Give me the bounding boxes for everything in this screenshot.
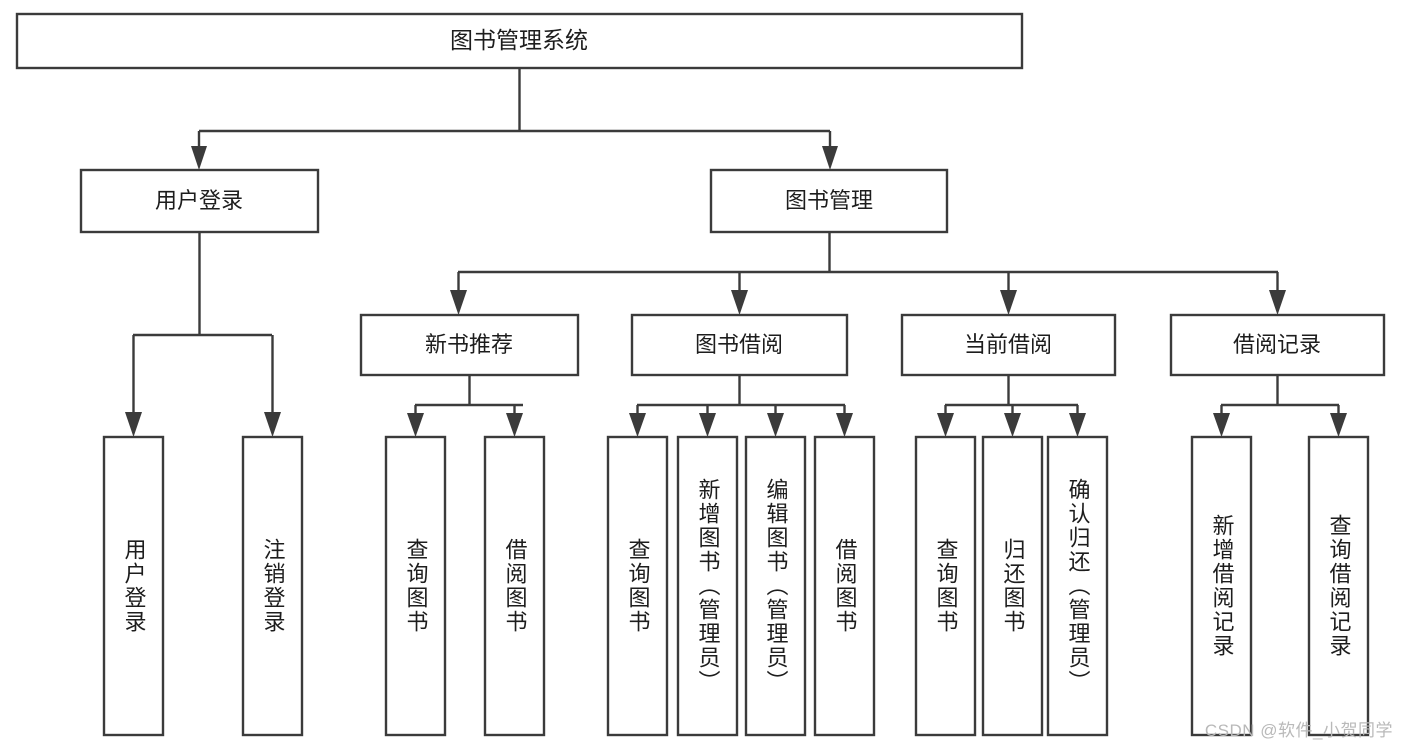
connectors-borrow-record <box>1213 375 1347 437</box>
node-new-book-recommend-label: 新书推荐 <box>425 332 513 357</box>
node-book-borrow-box[interactable] <box>630 313 849 377</box>
node-current-borrow[interactable]: 当前借阅 <box>900 313 1117 377</box>
leaf-box-borrow-record-1[interactable] <box>1307 435 1370 737</box>
arrowhead-bookmgmt-c2 <box>731 290 748 315</box>
connectors-book-borrow <box>629 375 853 437</box>
node-root[interactable]: 图书管理系统 <box>15 12 1024 70</box>
node-new-book-recommend-box[interactable] <box>359 313 580 377</box>
connectors-user-login <box>125 232 281 437</box>
node-borrow-record-label: 借阅记录 <box>1233 332 1321 357</box>
node-root-box[interactable] <box>15 12 1024 70</box>
arrowhead-login-child1 <box>125 412 142 437</box>
node-borrow-record[interactable]: 借阅记录 <box>1169 313 1386 377</box>
arrowhead-borrow-c3 <box>767 413 784 437</box>
arrowhead-newbook-c1 <box>407 413 424 437</box>
arrowhead-bookmgmt-c3 <box>1000 290 1017 315</box>
arrowhead-newbook-c2 <box>506 413 523 437</box>
node-user-login[interactable]: 用户登录 <box>79 168 320 234</box>
leaf-box-current-borrow-0[interactable] <box>914 435 977 737</box>
leaf-box-book-borrow-2[interactable] <box>744 435 807 737</box>
node-new-book-recommend[interactable]: 新书推荐 <box>359 313 580 377</box>
arrowhead-current-c3 <box>1069 413 1086 437</box>
node-borrow-record-box[interactable] <box>1169 313 1386 377</box>
node-book-borrow-label: 图书借阅 <box>695 332 783 357</box>
arrowhead-login-child2 <box>264 412 281 437</box>
leaf-box-current-borrow-1[interactable] <box>981 435 1044 737</box>
node-root-label: 图书管理系统 <box>450 27 588 53</box>
node-current-borrow-label: 当前借阅 <box>964 332 1052 357</box>
arrowhead-current-c2 <box>1004 413 1021 437</box>
leaf-box-new-book-1[interactable] <box>483 435 546 737</box>
arrowhead-borrow-c2 <box>699 413 716 437</box>
arrowhead-bookmgmt-c4 <box>1269 290 1286 315</box>
node-book-management-label: 图书管理 <box>785 188 873 213</box>
csdn-watermark: CSDN @软件_小贺同学 <box>1204 721 1393 740</box>
node-user-login-box[interactable] <box>79 168 320 234</box>
node-book-borrow[interactable]: 图书借阅 <box>630 313 849 377</box>
leaf-box-book-borrow-3[interactable] <box>813 435 876 737</box>
node-current-borrow-box[interactable] <box>900 313 1117 377</box>
arrowhead-borrow-c1 <box>629 413 646 437</box>
leaf-box-user-login-0[interactable] <box>102 435 165 737</box>
leaf-box-current-borrow-2[interactable] <box>1046 435 1109 737</box>
arrowhead-borrow-c4 <box>836 413 853 437</box>
arrowhead-root-to-bookmgmt <box>822 146 838 170</box>
leaf-box-book-borrow-1[interactable] <box>676 435 739 737</box>
leaf-box-new-book-0[interactable] <box>384 435 447 737</box>
node-book-management-box[interactable] <box>709 168 949 234</box>
arrowhead-record-c2 <box>1330 413 1347 437</box>
connectors-root <box>191 68 838 170</box>
arrowhead-root-to-login <box>191 146 207 170</box>
arrowhead-record-c1 <box>1213 413 1230 437</box>
node-book-management[interactable]: 图书管理 <box>709 168 949 234</box>
connectors-current-borrow <box>937 375 1086 437</box>
leaf-box-book-borrow-0[interactable] <box>606 435 669 737</box>
leaf-box-borrow-record-0[interactable] <box>1190 435 1253 737</box>
arrowhead-bookmgmt-c1 <box>450 290 467 315</box>
connectors-new-book-recommend <box>407 375 523 437</box>
arrowhead-current-c1 <box>937 413 954 437</box>
node-user-login-label: 用户登录 <box>155 188 243 213</box>
connectors-book-management <box>450 232 1286 315</box>
leaf-box-user-login-1[interactable] <box>241 435 304 737</box>
